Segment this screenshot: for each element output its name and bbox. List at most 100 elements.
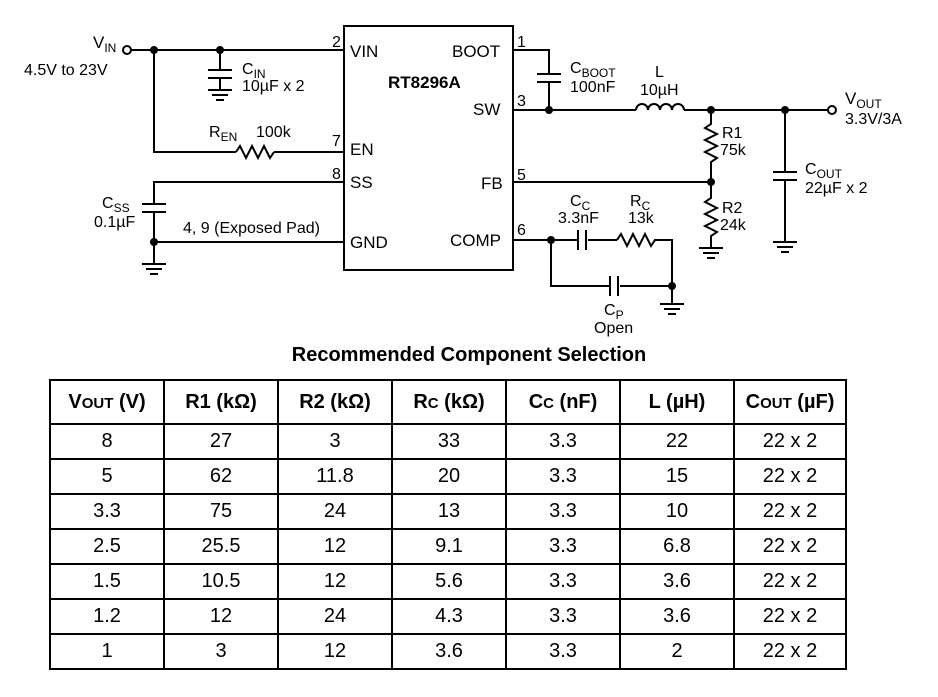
cboot-label: CBOOT: [570, 60, 616, 80]
vin-label: VIN: [93, 33, 116, 55]
pin-sw-number: 3: [517, 93, 526, 110]
table-cell: 10: [619, 493, 735, 530]
table-cell: 3.3: [505, 563, 621, 600]
r1-value: 75k: [720, 142, 747, 159]
pin-fb-number: 5: [517, 167, 526, 184]
table-cell: 3: [277, 423, 393, 460]
cout-value: 22µF x 2: [805, 180, 868, 197]
table-cell: 12: [163, 598, 279, 635]
table-cell: 2: [619, 633, 735, 670]
table-cell: 22: [619, 423, 735, 460]
table-header-row: VOUT (V) R1 (kΩ) R2 (kΩ) RC (kΩ) CC (nF)…: [49, 379, 847, 425]
table-cell: 5: [49, 458, 165, 495]
header-rc: RC (kΩ): [391, 379, 507, 425]
table-cell: 3.3: [49, 493, 165, 530]
table-cell: 5.6: [391, 563, 507, 600]
table-cell: 3: [163, 633, 279, 670]
table-cell: 3.6: [619, 563, 735, 600]
pin-comp-label: COMP: [450, 231, 501, 250]
table-cell: 3.3: [505, 493, 621, 530]
table-cell: 3.3: [505, 423, 621, 460]
rc-resistor: [616, 231, 673, 286]
header-r1: R1 (kΩ): [163, 379, 279, 425]
table-cell: 75: [163, 493, 279, 530]
header-cout: COUT (µF): [733, 379, 847, 425]
table-cell: 22 x 2: [733, 633, 847, 670]
boot-wire: [513, 49, 550, 110]
cin-capacitor: [208, 50, 232, 101]
table-cell: 15: [619, 458, 735, 495]
vout-label: VOUT: [845, 89, 882, 111]
ren-value: 100k: [256, 124, 292, 141]
en-wire: [153, 50, 344, 153]
cout-label: COUT: [805, 161, 843, 181]
cp-value: Open: [594, 320, 633, 337]
gnd-pins-label: 4, 9 (Exposed Pad): [183, 220, 320, 237]
pin-gnd-label: GND: [350, 233, 388, 252]
pin-ss-label: SS: [350, 173, 373, 192]
table-cell: 22 x 2: [733, 458, 847, 495]
cp-capacitor: [609, 276, 619, 296]
r1-resistor: [702, 110, 720, 182]
ic-body: [343, 25, 514, 271]
sw-junction: [545, 106, 553, 114]
table-cell: 9.1: [391, 528, 507, 565]
table-cell: 24: [277, 493, 393, 530]
table-cell: 22 x 2: [733, 563, 847, 600]
component-selection-table: VOUT (V) R1 (kΩ) R2 (kΩ) RC (kΩ) CC (nF)…: [49, 379, 847, 670]
table-cell: 1.2: [49, 598, 165, 635]
header-r2: R2 (kΩ): [277, 379, 393, 425]
table-cell: 27: [163, 423, 279, 460]
table-cell: 11.8: [277, 458, 393, 495]
cin-value: 10µF x 2: [242, 78, 305, 95]
table-cell: 22 x 2: [733, 423, 847, 460]
r1-name: R1: [722, 125, 743, 142]
table-cell: 4.3: [391, 598, 507, 635]
cc-capacitor: [577, 230, 587, 250]
table-cell: 3.6: [619, 598, 735, 635]
table-cell: 12: [277, 528, 393, 565]
comp-ground: [660, 286, 684, 315]
table-cell: 25.5: [163, 528, 279, 565]
table-cell: 2.5: [49, 528, 165, 565]
ic-name: RT8296A: [388, 73, 461, 92]
pin-boot-number: 1: [517, 34, 526, 51]
ss-wire: [153, 181, 344, 204]
table-cell: 22 x 2: [733, 528, 847, 565]
pin-vin-number: 2: [332, 34, 341, 51]
rc-value: 13k: [628, 210, 655, 227]
table-cell: 62: [163, 458, 279, 495]
table-title: Recommended Component Selection: [291, 344, 647, 366]
header-l: L (µH): [619, 379, 735, 425]
table-cell: 10.5: [163, 563, 279, 600]
inductor: [635, 103, 685, 111]
css-capacitor: [142, 203, 166, 275]
table-cell: 8: [49, 423, 165, 460]
cc-label: CC: [570, 193, 591, 213]
r2-ground: [699, 247, 723, 259]
vin-terminal: [122, 45, 132, 55]
pin-sw-label: SW: [473, 100, 500, 119]
cc-value: 3.3nF: [558, 210, 599, 227]
header-vout: VOUT (V): [49, 379, 165, 425]
application-circuit-schematic: RT8296A VIN EN SS GND BOOT SW FB COMP 2 …: [24, 25, 902, 337]
pin-vin-label: VIN: [350, 42, 378, 61]
table-cell: 20: [391, 458, 507, 495]
css-value: 0.1µF: [94, 214, 135, 231]
table-cell: 12: [277, 633, 393, 670]
table-cell: 12: [277, 563, 393, 600]
table-cell: 1.5: [49, 563, 165, 600]
table-cell: 24: [277, 598, 393, 635]
table-cell: 22 x 2: [733, 598, 847, 635]
header-cc: CC (nF): [505, 379, 621, 425]
table-cell: 22 x 2: [733, 493, 847, 530]
table-cell: 3.3: [505, 458, 621, 495]
table-cell: 1: [49, 633, 165, 670]
table-cell: 3.3: [505, 598, 621, 635]
